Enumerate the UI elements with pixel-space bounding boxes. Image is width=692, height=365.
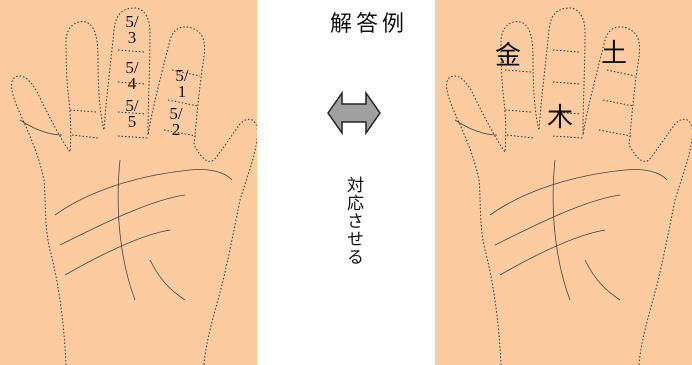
left-hand-panel: 5/ 3 5/ 4 5/ 5 5/ 1 5/ 2	[0, 0, 257, 365]
left-index-finger-low-label: 5/ 2	[169, 104, 183, 139]
left-hand-drawing	[11, 7, 257, 365]
left-middle-finger-mid-label: 5/ 4	[125, 58, 139, 93]
left-middle-finger-low-label: 5/ 5	[125, 96, 139, 131]
wood-kanji-label: 木	[547, 103, 574, 133]
right-hand-panel: 金 木 土	[435, 0, 692, 365]
earth-kanji-label: 土	[601, 39, 628, 69]
metal-kanji-label: 金	[495, 41, 522, 71]
correspond-instruction: 対応させる	[343, 176, 363, 266]
double-arrow-icon	[327, 90, 381, 136]
left-index-finger-top-label: 5/ 1	[175, 66, 189, 101]
right-hand-drawing	[446, 7, 692, 365]
left-middle-finger-top-label: 5/ 3	[125, 12, 139, 47]
answer-example-title: 解答例	[330, 12, 409, 37]
